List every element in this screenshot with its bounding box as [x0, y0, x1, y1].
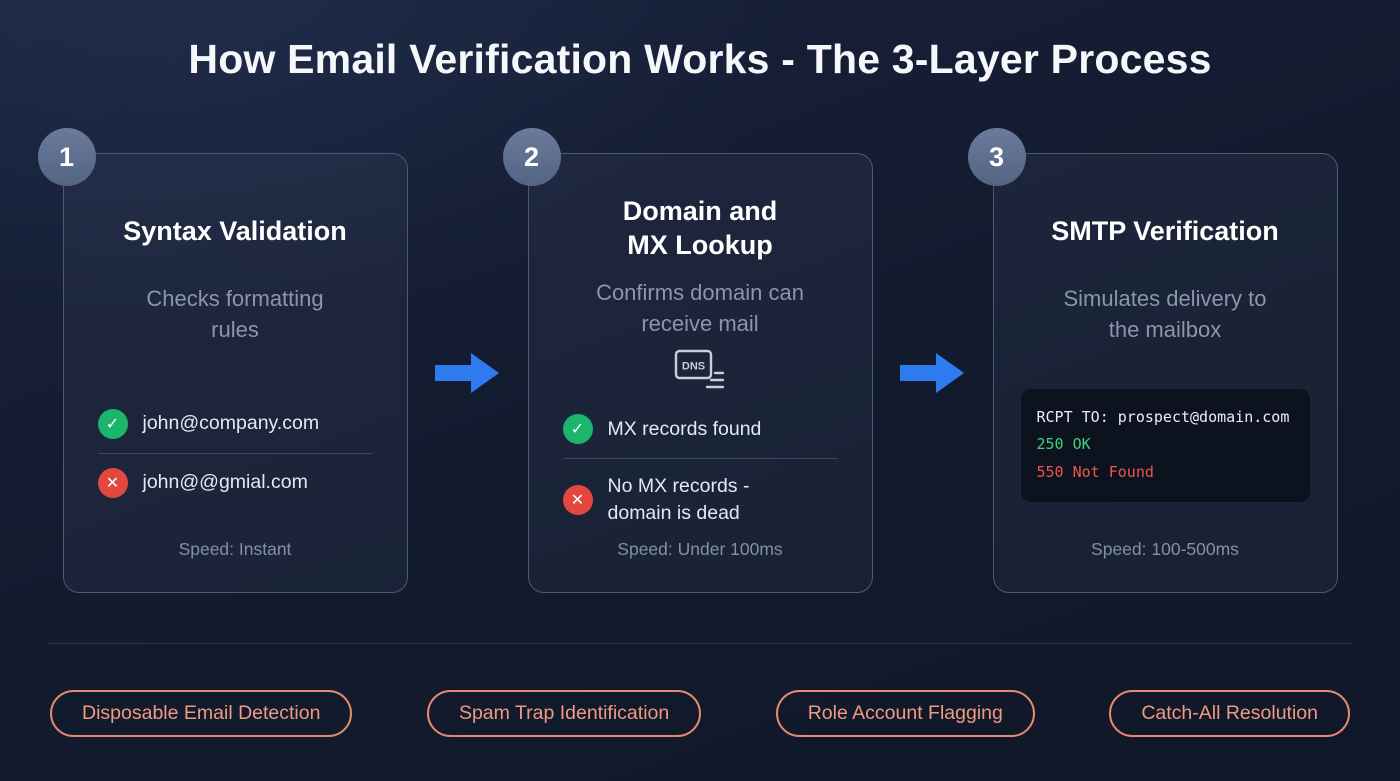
step-subtitle: Checks formatting rules	[146, 286, 324, 342]
pill-disposable-email-detection[interactable]: Disposable Email Detection	[50, 690, 353, 737]
process-steps: 1 Syntax Validation Checks formatting ru…	[0, 128, 1400, 593]
feature-pills: Disposable Email Detection Spam Trap Ide…	[50, 690, 1350, 737]
step-title-wrap: Domain and MX Lookup	[555, 188, 846, 270]
invalid-email-example: john@@gmial.com	[142, 471, 308, 494]
pill-label: Disposable Email Detection	[82, 702, 321, 724]
section-divider	[48, 643, 1352, 644]
check-circle-icon: ✓	[97, 408, 128, 439]
pill-role-account-flagging[interactable]: Role Account Flagging	[775, 690, 1035, 737]
dns-icon-wrap: DNS	[555, 349, 846, 393]
arrow-right-icon	[899, 353, 964, 393]
arrow-cell	[408, 153, 528, 593]
dns-window-icon: DNS	[674, 350, 725, 389]
step-number-badge: 2	[502, 128, 561, 186]
arrow-right-icon	[434, 353, 499, 393]
valid-email-example: john@company.com	[142, 412, 320, 435]
smtp-250-line: 250 OK	[1036, 435, 1091, 454]
step-subtitle: Confirms domain can receive mail	[596, 279, 804, 336]
page-title: How Email Verification Works - The 3-Lay…	[188, 36, 1212, 82]
smtp-550-line: 550 Not Found	[1036, 463, 1154, 482]
step-title-wrap: Syntax Validation	[90, 188, 381, 276]
x-circle-icon: ✕	[562, 484, 593, 515]
arrow-cell	[873, 153, 993, 593]
step-title: Domain and MX Lookup	[622, 196, 778, 260]
smtp-rcpt-line: RCPT TO: prospect@domain.com	[1036, 407, 1290, 426]
speed-label: Speed: Under 100ms	[617, 539, 783, 559]
speed-label: Speed: 100-500ms	[1091, 539, 1239, 559]
step-number-badge: 3	[967, 128, 1026, 186]
mx-found-row: ✓ MX records found	[561, 401, 840, 457]
step-title: SMTP Verification	[1051, 216, 1279, 247]
smtp-terminal: RCPT TO: prospect@domain.com 250 OK 550 …	[1019, 387, 1311, 503]
x-circle-icon: ✕	[97, 467, 128, 498]
step-title: Syntax Validation	[123, 216, 347, 247]
valid-example-row: ✓ john@company.com	[96, 396, 375, 452]
row-divider	[562, 458, 838, 460]
check-circle-icon: ✓	[562, 414, 593, 445]
pill-label: Spam Trap Identification	[458, 702, 670, 724]
step-card-syntax-validation: 1 Syntax Validation Checks formatting ru…	[37, 128, 408, 593]
pill-label: Catch-All Resolution	[1141, 702, 1318, 724]
step-card-smtp-verification: 3 SMTP Verification Simulates delivery t…	[967, 128, 1338, 593]
invalid-example-row: ✕ john@@gmial.com	[96, 455, 375, 511]
pill-catch-all-resolution[interactable]: Catch-All Resolution	[1109, 690, 1350, 737]
step-number-badge: 1	[37, 128, 96, 186]
mx-missing-label: No MX records - domain is dead	[607, 475, 750, 524]
pill-label: Role Account Flagging	[807, 702, 1003, 724]
pill-spam-trap-identification[interactable]: Spam Trap Identification	[426, 690, 702, 737]
mx-missing-row: ✕ No MX records - domain is dead	[561, 460, 840, 539]
dns-icon-label: DNS	[682, 361, 705, 373]
row-divider	[97, 452, 373, 454]
step-title-wrap: SMTP Verification	[1020, 188, 1311, 276]
step-subtitle: Simulates delivery to the mailbox	[1063, 286, 1267, 342]
examples-list: ✓ john@company.com ✕ john@@gmial.com	[90, 396, 381, 511]
step-card-domain-mx-lookup: 2 Domain and MX Lookup Confirms domain c…	[502, 128, 873, 593]
speed-label: Speed: Instant	[178, 539, 292, 559]
examples-list: ✓ MX records found ✕ No MX records - dom…	[555, 401, 846, 539]
mx-found-label: MX records found	[607, 418, 762, 441]
